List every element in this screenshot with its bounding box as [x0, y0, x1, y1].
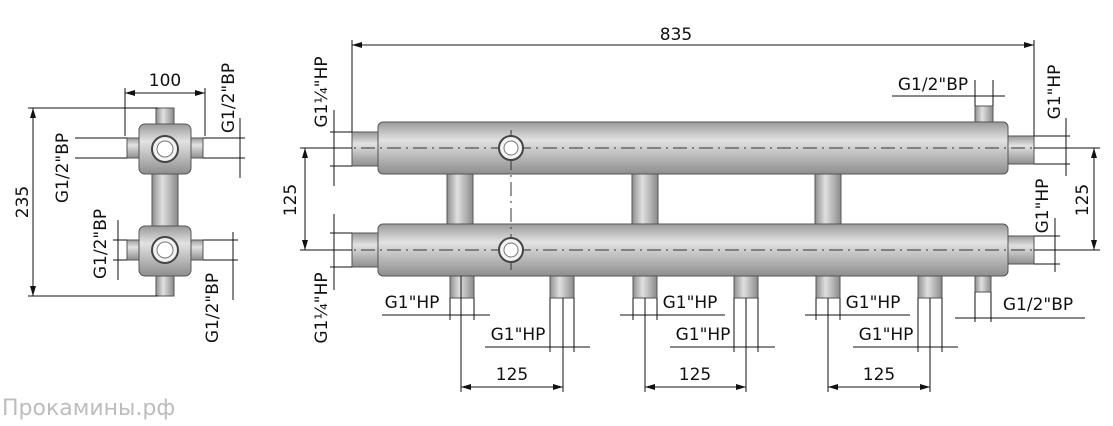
thread-front-bottom-left: G1¼"НР — [312, 272, 332, 343]
dim-pitch-horizontal-1: 125 — [496, 365, 528, 385]
thread-bottom-5: G1"НР — [846, 293, 901, 313]
thread-front-right-mid: G1"НР — [1033, 179, 1053, 234]
side-lower-port-inner — [156, 241, 174, 259]
dim-total-length: 835 — [660, 25, 692, 45]
dim-side-width: 100 — [149, 71, 181, 91]
front-outlet-4 — [733, 275, 759, 299]
side-view: 100 235 G1/2"ВР G1/2"ВР G1/2"ВР G1/2"ВР — [13, 63, 245, 343]
front-top-right-thread — [1007, 135, 1035, 165]
dim-pitch-vertical-right: 125 — [1073, 184, 1093, 216]
thread-front-right-top: G1"НР — [1045, 65, 1065, 120]
front-outlet-2 — [549, 275, 575, 299]
dim-pitch-horizontal-2: 125 — [679, 365, 711, 385]
thread-bottom-4: G1"НР — [676, 325, 731, 345]
dim-pitch-horizontal-3: 125 — [863, 365, 895, 385]
front-view: 835 125 125 G1¼"НР G1¼"НР G1/2"ВР G1"НР — [281, 25, 1100, 392]
watermark: Прокамины.рф — [2, 396, 176, 421]
front-bottom-port-inner — [503, 242, 519, 258]
front-outlet-5 — [815, 275, 841, 299]
thread-bottom-1: G1"НР — [385, 293, 440, 313]
front-outlet-1 — [449, 275, 475, 299]
side-top-stub — [155, 107, 175, 127]
side-upper-port-inner — [156, 140, 174, 158]
front-connector-3 — [814, 173, 842, 227]
dim-side-height: 235 — [13, 186, 33, 218]
thread-front-top-vent: G1/2"ВР — [898, 75, 968, 95]
thread-front-top-left: G1¼"НР — [312, 56, 332, 127]
thread-side-top-right: G1/2"ВР — [219, 63, 239, 133]
thread-bottom-2: G1"НР — [491, 325, 546, 345]
thread-side-left-lower: G1/2"ВР — [91, 209, 111, 279]
front-top-left-thread — [351, 131, 379, 167]
thread-side-bottom-right: G1/2"ВР — [203, 273, 223, 343]
front-drain-stub — [974, 275, 992, 293]
thread-front-bottom-right: G1/2"ВР — [1003, 295, 1073, 315]
front-outlet-3 — [632, 275, 658, 299]
side-connector-pipe — [151, 164, 179, 231]
dim-pitch-vertical: 125 — [281, 184, 301, 216]
front-top-port-inner — [503, 140, 519, 156]
thread-side-left-upper: G1/2"ВР — [53, 133, 73, 203]
front-connector-1 — [446, 173, 474, 227]
front-outlet-6 — [917, 275, 943, 299]
thread-bottom-6: G1"НР — [859, 325, 914, 345]
front-connector-2 — [631, 173, 659, 227]
thread-bottom-3: G1"НР — [663, 293, 718, 313]
